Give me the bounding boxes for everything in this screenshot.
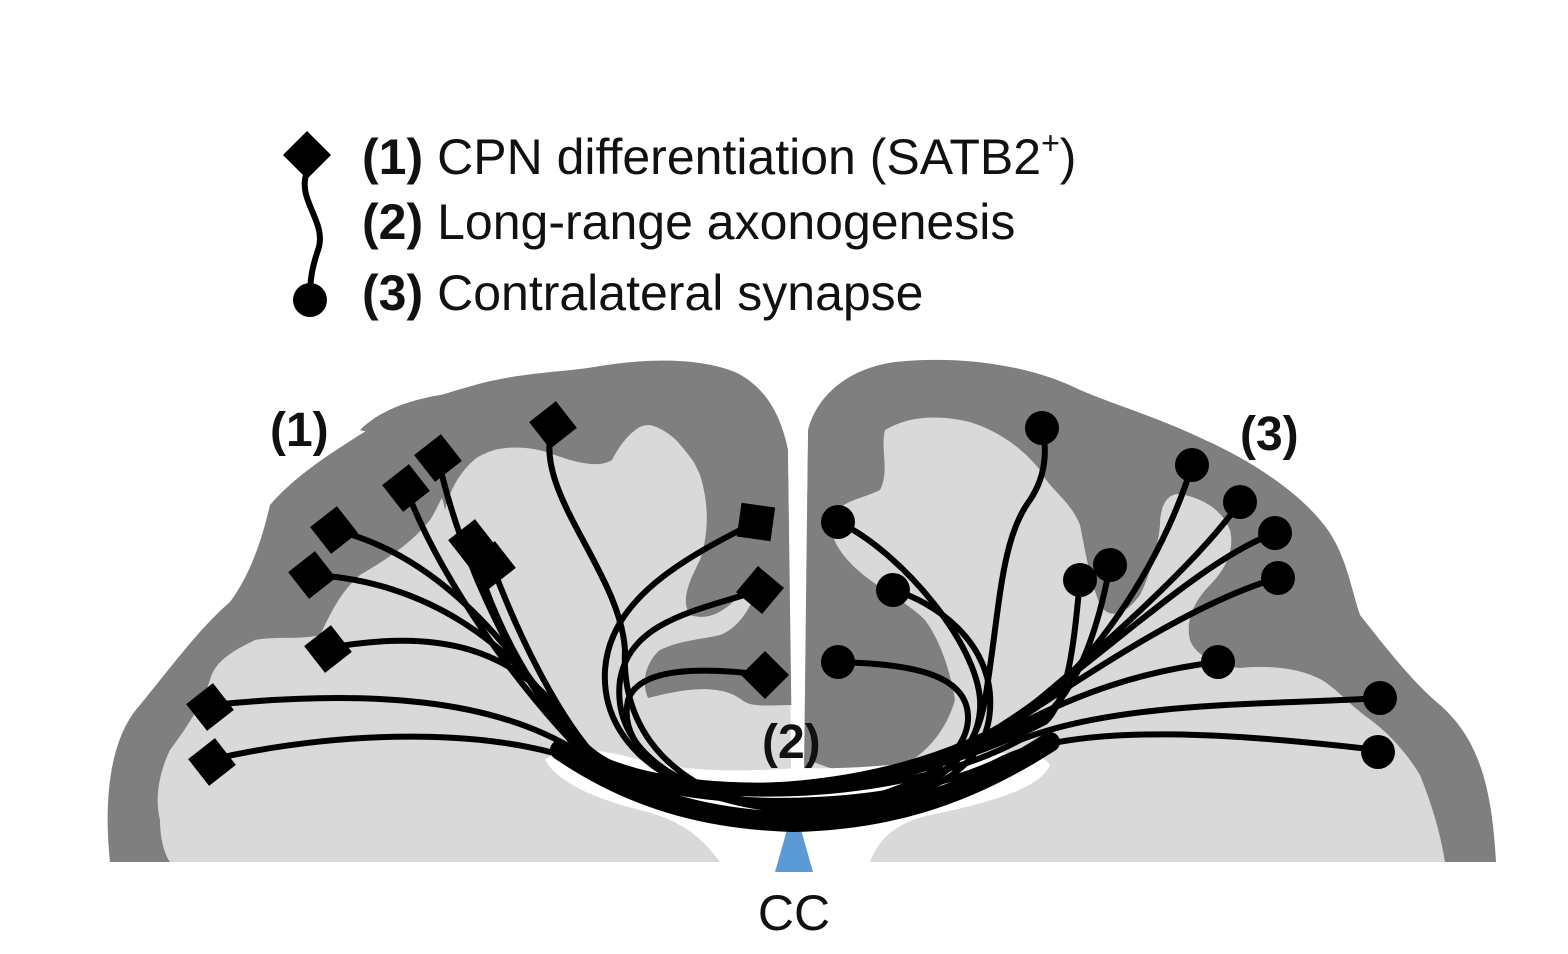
axon-9 bbox=[489, 562, 1083, 796]
legend-text-3: Contralateral synapse bbox=[437, 265, 923, 321]
cc-label: CC bbox=[758, 885, 830, 941]
legend: (1)CPN differentiation (SATB2+) (2)Long-… bbox=[282, 125, 1076, 321]
region-label-right: (3) bbox=[1240, 408, 1299, 461]
legend-superscript-1: + bbox=[1041, 125, 1060, 161]
diamond-soma-icon bbox=[382, 464, 430, 512]
circle-terminal-icon bbox=[1175, 448, 1209, 482]
circle-terminal-icon bbox=[821, 505, 855, 539]
circle-terminal-icon bbox=[1223, 485, 1257, 519]
axon-13 bbox=[623, 659, 972, 810]
circle-terminal-icon bbox=[1361, 735, 1395, 769]
legend-text-1: CPN differentiation (SATB2 bbox=[437, 129, 1041, 185]
diamond-soma-icon bbox=[310, 506, 358, 554]
diamond-soma-icon bbox=[304, 625, 352, 673]
diamond-soma-icon bbox=[529, 401, 577, 449]
circle-terminal-icon bbox=[1201, 645, 1235, 679]
region-label-left: (1) bbox=[270, 404, 329, 457]
diamond-soma-icon bbox=[414, 434, 462, 482]
legend-text-2: Long-range axonogenesis bbox=[437, 194, 1015, 250]
legend-number-1: (1) bbox=[362, 129, 423, 185]
diamond-soma-icon bbox=[186, 683, 234, 731]
svg-text:(1)CPN differentiation (SATB2+: (1)CPN differentiation (SATB2+) bbox=[362, 125, 1076, 185]
legend-item-2: (2)Long-range axonogenesis bbox=[362, 194, 1015, 250]
diamond-soma-icon bbox=[468, 541, 516, 589]
legend-number-3: (3) bbox=[362, 265, 423, 321]
circle-terminal-icon bbox=[1093, 548, 1127, 582]
callosal-bundle bbox=[550, 732, 1060, 833]
triangle-marker-icon bbox=[775, 805, 813, 872]
legend-item-1: (1)CPN differentiation (SATB2+) bbox=[362, 125, 1076, 185]
left-upper-lobe bbox=[360, 364, 780, 617]
midline-cleft bbox=[788, 360, 812, 760]
circle-terminal-icon bbox=[821, 645, 855, 679]
diamond-soma-icon bbox=[740, 650, 790, 700]
svg-text:(2)Long-range axonogenesis: (2)Long-range axonogenesis bbox=[362, 194, 1015, 250]
circle-terminal-icon bbox=[1063, 563, 1097, 597]
terminal-group bbox=[821, 411, 1397, 769]
axon-1 bbox=[207, 731, 1381, 804]
circle-terminal-icon bbox=[1025, 411, 1059, 445]
circle-terminal-icon bbox=[1261, 561, 1295, 595]
soma-group bbox=[186, 401, 790, 786]
diamond-soma-icon bbox=[736, 566, 784, 614]
axon-bundle bbox=[207, 422, 1383, 833]
circle-terminal-icon bbox=[876, 573, 910, 607]
circle-terminal-icon bbox=[293, 283, 327, 317]
diamond-soma-icon bbox=[188, 738, 236, 786]
legend-item-3: (3)Contralateral synapse bbox=[362, 265, 924, 321]
svg-text:(3)Contralateral synapse: (3)Contralateral synapse bbox=[362, 265, 924, 321]
diamond-soma-icon bbox=[288, 551, 336, 599]
circle-terminal-icon bbox=[1258, 516, 1292, 550]
legend-icon-neuron bbox=[282, 130, 332, 317]
diamond-soma-icon bbox=[736, 502, 776, 542]
right-hemisphere-cortex bbox=[803, 359, 1496, 862]
circle-terminal-icon bbox=[1363, 681, 1397, 715]
diamond-soma-icon bbox=[282, 130, 332, 180]
legend-number-2: (2) bbox=[362, 194, 423, 250]
legend-axon-icon bbox=[301, 169, 323, 299]
region-label-center: (2) bbox=[762, 716, 821, 769]
legend-closing-1: ) bbox=[1060, 129, 1077, 185]
